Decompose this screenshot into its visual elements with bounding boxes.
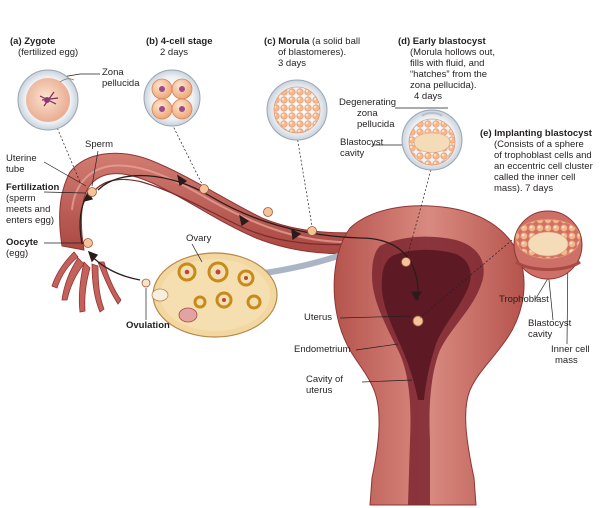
uterine-tube-line-2: tube: [6, 164, 25, 175]
early-blastocyst-detail-1: (Morula hollows out,: [410, 47, 496, 58]
zygote-title: (a) Zygote: [10, 36, 56, 47]
trophoblast-label: Trophoblast: [499, 294, 549, 305]
degenerating-zona-label: Degenerating zona pellucida: [339, 97, 396, 130]
endometrium-label: Endometrium: [294, 344, 351, 355]
early-blastocyst-detail-3: “hatches” from the: [410, 69, 488, 80]
blastocyst-cavity-e-label: Blastocyst cavity: [528, 318, 571, 340]
uterus: [333, 205, 525, 506]
morula-title: (c) Morula: [264, 36, 310, 47]
cavity-of-uterus-label: Cavity of uterus: [306, 374, 343, 396]
four-cell-detail: 2 days: [160, 47, 188, 58]
cavity-uterus-line-2: uterus: [306, 385, 333, 396]
implanting-detail-2: of trophoblast cells and: [494, 150, 592, 161]
inner-cell-line-1: Inner cell: [551, 344, 590, 355]
morula-detail-3: 3 days: [278, 58, 306, 69]
zygote-detail: (fertilized egg): [18, 47, 79, 58]
uterine-tube-label: Uterine tube: [6, 153, 37, 175]
oocyte-label: Oocyte (egg): [6, 237, 38, 259]
zona-pellucida-label: Zona pellucida: [102, 67, 140, 89]
ovary-label: Ovary: [186, 233, 212, 244]
fertilization-title: Fertilization: [6, 182, 60, 193]
oocyte-detail: (egg): [6, 248, 29, 259]
fertilization-line-1: (sperm: [6, 193, 36, 204]
zona-pellucida-line-2: pellucida: [102, 78, 140, 89]
degenerating-line-1: Degenerating: [339, 97, 397, 108]
migration-arrows: [79, 174, 423, 302]
early-blastocyst-detail-5: 4 days: [414, 91, 442, 102]
zona-pellucida-line-1: Zona: [102, 67, 124, 78]
morula-detail-2: of blastomeres).: [278, 47, 347, 58]
fertilization-label: Fertilization (sperm meets and enters eg…: [6, 182, 59, 226]
morula-detail-1: (a solid ball: [309, 36, 361, 47]
early-blastocyst-label: (d) Early blastocyst (Morula hollows out…: [398, 36, 495, 102]
blastocyst-cavity-d-line-2: cavity: [340, 148, 365, 159]
fimbriae: [51, 251, 122, 313]
implanting-detail-1: (Consists of a sphere: [494, 139, 584, 150]
inner-cell-mass-label: Inner cell mass: [551, 344, 590, 366]
blastocyst-cavity-d-line-1: Blastocyst: [340, 137, 384, 148]
sperm-label: Sperm: [85, 139, 113, 150]
cavity-uterus-line-1: Cavity of: [306, 374, 343, 385]
zygote-illustration: [17, 69, 79, 131]
implanting-detail-5: mass). 7 days: [494, 183, 554, 194]
early-blastocyst-title: (d) Early blastocyst: [398, 36, 486, 47]
fertilization-line-2: meets and: [6, 204, 51, 215]
degenerating-line-3: pellucida: [357, 119, 395, 130]
inner-cell-line-2: mass: [555, 355, 578, 366]
embryo-positions: [83, 184, 424, 327]
blastocyst-cavity-d-label: Blastocyst cavity: [340, 137, 383, 159]
blastocyst-cavity-e-line-1: Blastocyst: [528, 318, 572, 329]
implanting-blastocyst-title: (e) Implanting blastocyst: [480, 128, 592, 139]
oocyte-title: Oocyte: [6, 237, 39, 248]
four-cell-title: (b) 4-cell stage: [146, 36, 213, 47]
degenerating-line-2: zona: [357, 108, 378, 119]
implanting-blastocyst-label: (e) Implanting blastocyst (Consists of a…: [480, 128, 593, 194]
morula-illustration: [266, 79, 328, 141]
uterus-label: Uterus: [304, 312, 332, 323]
ovary: [151, 252, 278, 338]
morula-label: (c) Morula (a solid ball of blastomeres)…: [264, 36, 360, 69]
fertilization-line-3: enters egg): [6, 215, 55, 226]
implanting-detail-4: called the inner cell: [494, 172, 576, 183]
four-cell-label: (b) 4-cell stage 2 days: [146, 36, 213, 58]
implanting-blastocyst-illustration: [513, 210, 583, 280]
zygote-label: (a) Zygote (fertilized egg): [10, 36, 78, 58]
four-cell-illustration: [143, 69, 201, 127]
blastocyst-cavity-e-line-2: cavity: [528, 329, 553, 340]
early-blastocyst-illustration: [401, 109, 463, 171]
uterine-tube-line-1: Uterine: [6, 153, 37, 164]
early-blastocyst-detail-4: zona pellucida).: [410, 80, 477, 91]
uterine-tube: [59, 152, 381, 255]
early-blastocyst-detail-2: fills with fluid, and: [410, 58, 485, 69]
ovulation-label: Ovulation: [126, 320, 170, 331]
implanting-detail-3: an eccentric cell cluster: [494, 161, 593, 172]
